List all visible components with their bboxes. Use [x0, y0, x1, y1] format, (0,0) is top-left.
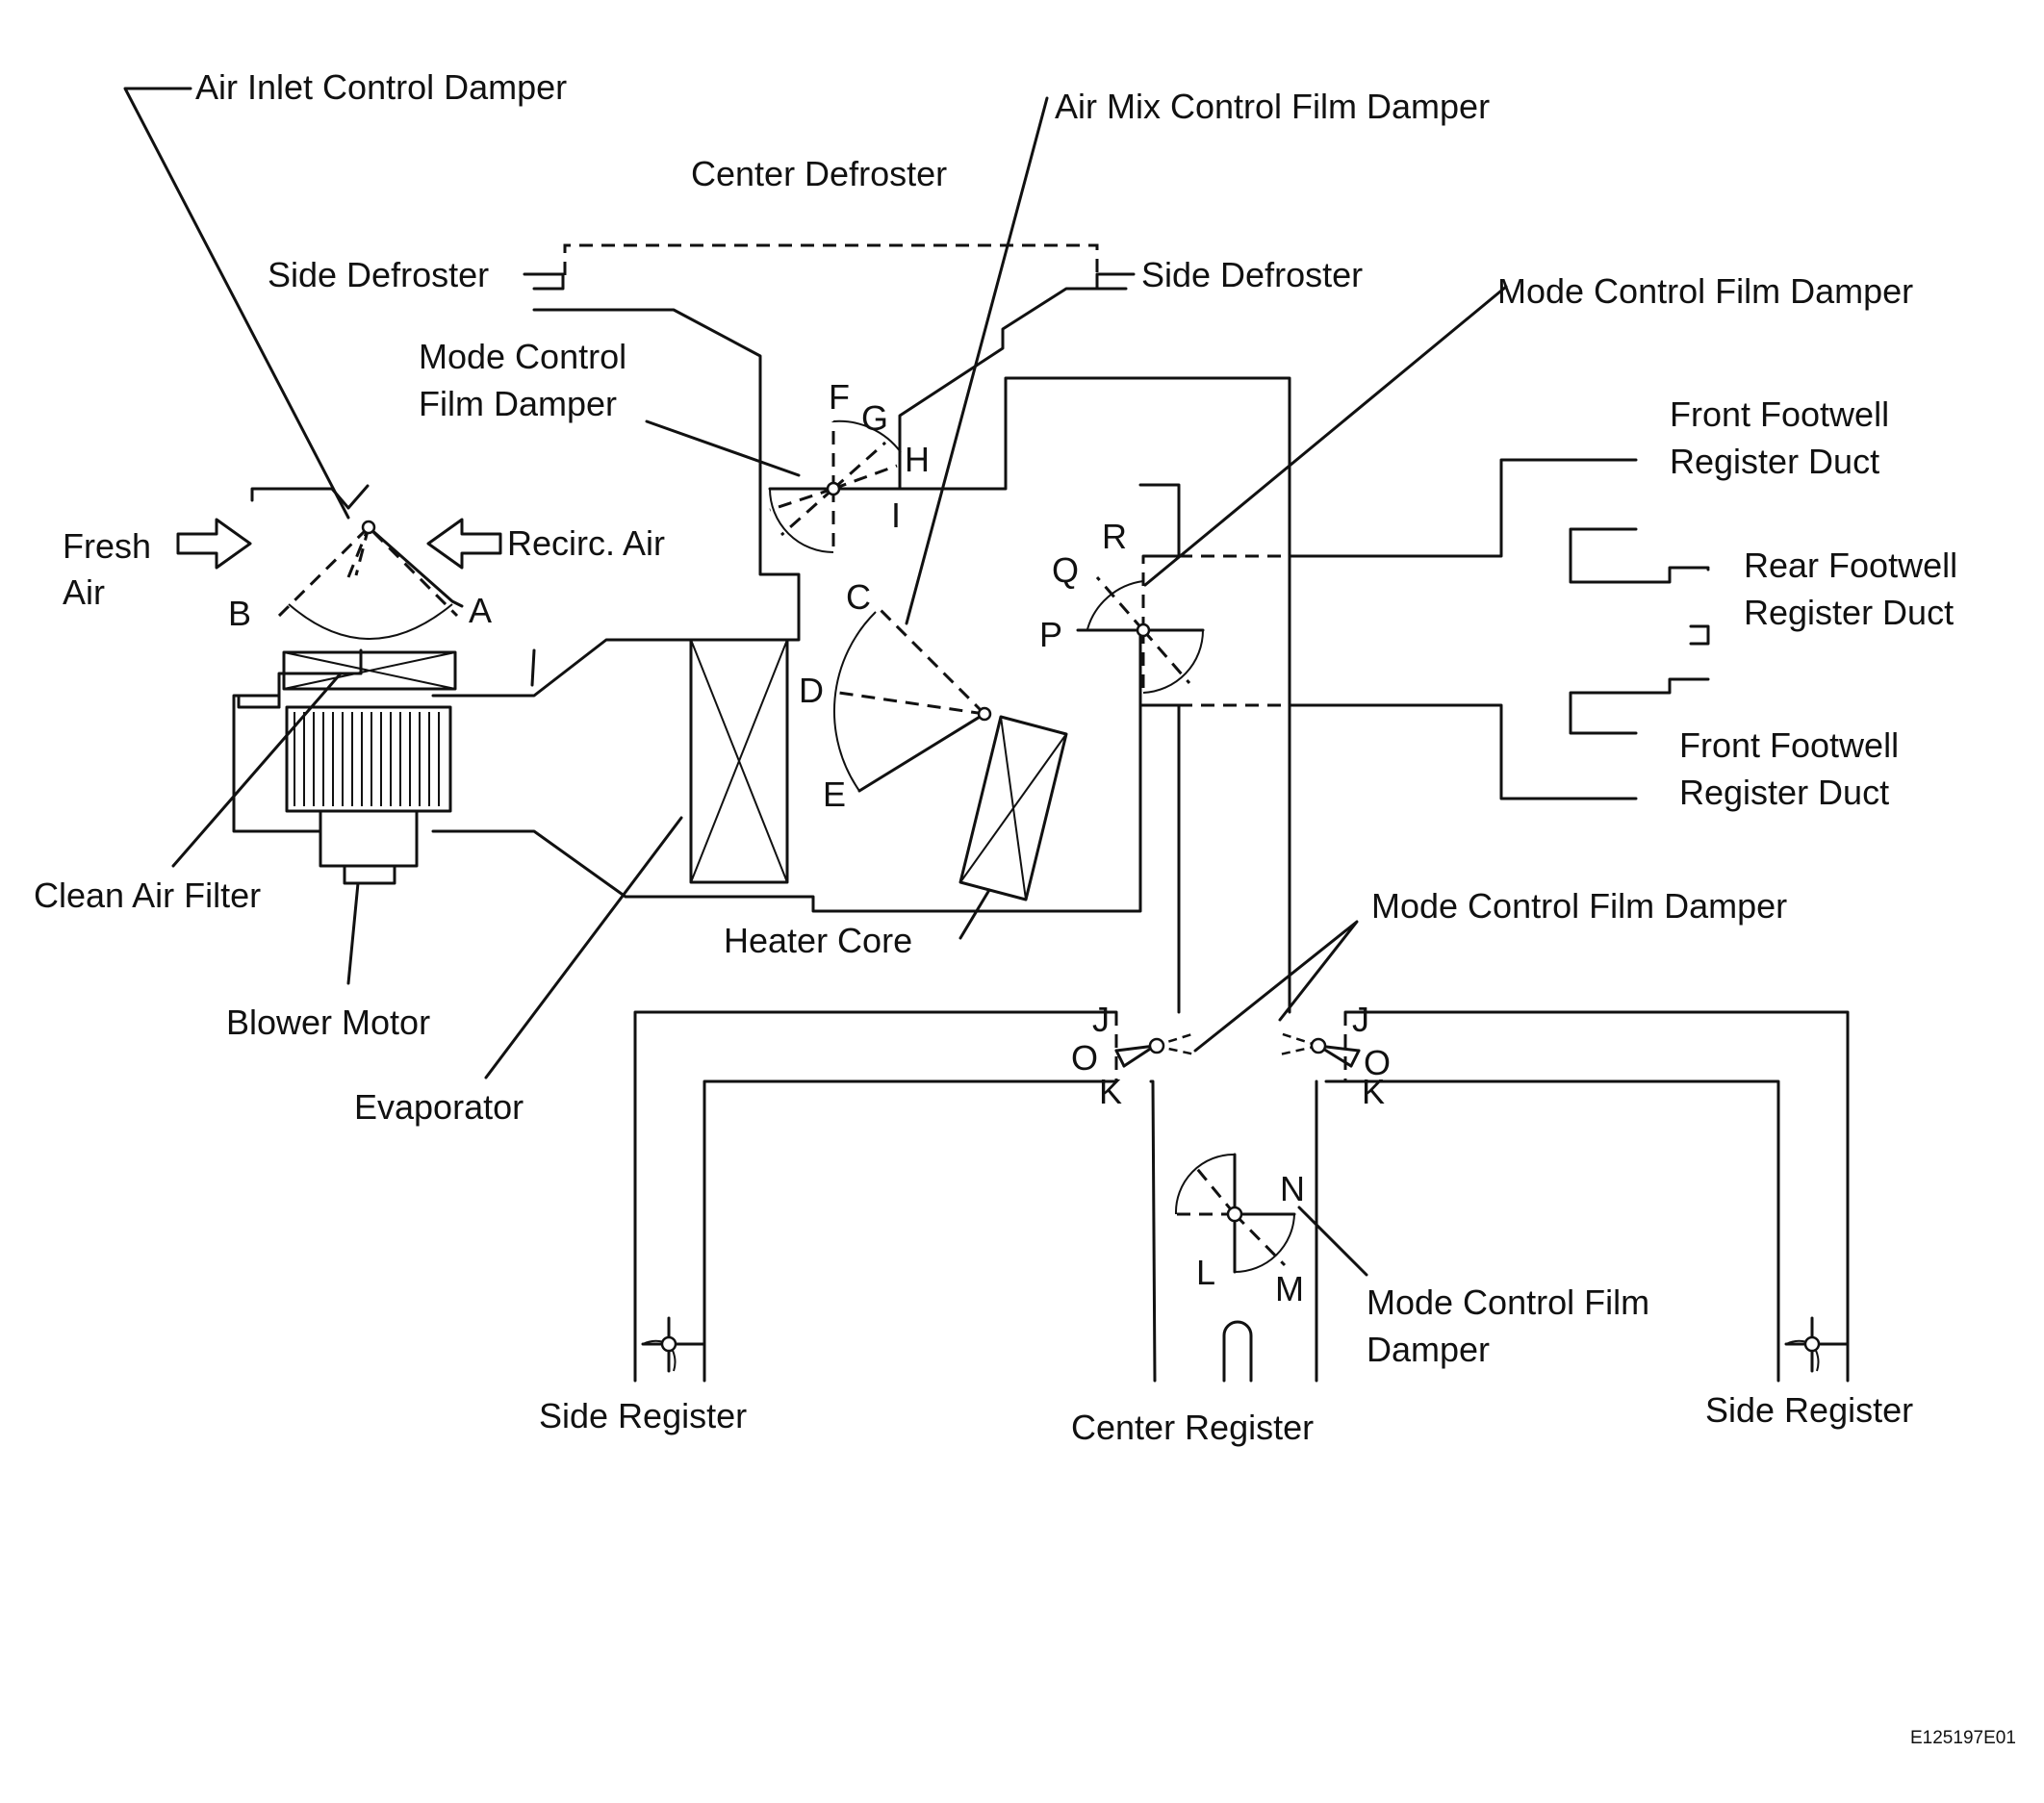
label-side-defroster-left: Side Defroster: [268, 255, 489, 294]
label-evaporator: Evaporator: [354, 1087, 524, 1127]
label-mode-control-center-l2: Damper: [1367, 1330, 1490, 1369]
mode-control-film-damper-footwell: [1076, 554, 1290, 707]
label-front-footwell-lower-l1: Front Footwell: [1679, 725, 1899, 765]
mode-control-film-damper-side-left: [1114, 1012, 1196, 1081]
position-letter-b: B: [228, 594, 251, 633]
label-blower-motor: Blower Motor: [226, 1003, 430, 1042]
damper-position-letters: A B C D E F G H I J J K K L M N O O P Q …: [228, 377, 1391, 1308]
side-register-damper-right: [1784, 1316, 1850, 1373]
position-letter-k-left: K: [1099, 1072, 1122, 1111]
label-air-inlet-control-damper: Air Inlet Control Damper: [195, 67, 567, 107]
position-letter-o-right: O: [1364, 1043, 1391, 1082]
side-register-damper-left: [641, 1316, 706, 1373]
label-center-register: Center Register: [1071, 1408, 1314, 1447]
heater-core: [958, 715, 1068, 902]
mode-control-film-damper-side-right: [1279, 1012, 1361, 1081]
position-letter-q: Q: [1052, 550, 1079, 590]
clean-air-filter: [282, 650, 457, 691]
position-letter-n: N: [1280, 1169, 1305, 1208]
position-letter-o-left: O: [1071, 1038, 1098, 1078]
position-letter-d: D: [799, 671, 824, 710]
label-clean-air-filter: Clean Air Filter: [34, 876, 261, 915]
duct-outlines: [232, 272, 1850, 1383]
position-letter-h: H: [905, 440, 930, 479]
label-fresh-air-l2: Air: [63, 572, 105, 612]
position-letter-g: G: [861, 398, 888, 438]
label-front-footwell-upper-l2: Register Duct: [1670, 442, 1879, 481]
blower-motor: [319, 809, 419, 885]
label-mode-control-defroster-l1: Mode Control: [419, 337, 626, 376]
label-figure-code: E125197E01: [1910, 1728, 2016, 1748]
position-letter-r: R: [1102, 517, 1127, 556]
mode-control-film-damper-defroster: [768, 419, 902, 553]
position-letter-f: F: [829, 377, 850, 417]
recirc-air-arrow: [426, 518, 502, 570]
fresh-air-arrow: [176, 518, 252, 570]
label-rear-footwell-l1: Rear Footwell: [1744, 546, 1957, 585]
position-letter-j-left: J: [1092, 1000, 1110, 1039]
position-letter-a: A: [469, 591, 492, 630]
label-mode-control-footwell: Mode Control Film Damper: [1497, 271, 1913, 311]
component-labels: Air Inlet Control Damper Air Mix Control…: [34, 67, 2016, 1748]
label-air-mix-control-film-damper: Air Mix Control Film Damper: [1055, 87, 1490, 126]
position-letter-l: L: [1196, 1253, 1215, 1292]
label-center-defroster: Center Defroster: [691, 154, 947, 193]
blower-fan: [285, 705, 452, 813]
center-defroster-duct: [563, 243, 1099, 275]
leader-lines: [123, 87, 1508, 1277]
position-letter-i: I: [891, 495, 901, 535]
position-letter-k-right: K: [1362, 1072, 1385, 1111]
air-inlet-control-damper: [250, 484, 464, 640]
label-front-footwell-upper-l1: Front Footwell: [1670, 394, 1889, 434]
position-letter-j-right: J: [1352, 1000, 1369, 1039]
label-heater-core: Heater Core: [724, 921, 912, 960]
label-fresh-air-l1: Fresh: [63, 526, 151, 566]
label-mode-control-center-l1: Mode Control Film: [1367, 1282, 1649, 1322]
label-side-register-right: Side Register: [1705, 1390, 1913, 1430]
label-side-register-left: Side Register: [539, 1396, 747, 1435]
position-letter-m: M: [1275, 1269, 1304, 1308]
mode-control-film-damper-center: [1174, 1153, 1296, 1274]
label-mode-control-side: Mode Control Film Damper: [1371, 886, 1787, 926]
label-recirc-air: Recirc. Air: [507, 523, 665, 563]
position-letter-c: C: [846, 577, 871, 617]
position-letter-e: E: [823, 775, 846, 814]
label-mode-control-defroster-l2: Film Damper: [419, 384, 617, 423]
air-mix-control-film-damper: [832, 608, 992, 793]
label-side-defroster-right: Side Defroster: [1141, 255, 1363, 294]
label-rear-footwell-l2: Register Duct: [1744, 593, 1954, 632]
position-letter-p: P: [1039, 615, 1062, 654]
evaporator: [689, 638, 789, 884]
label-front-footwell-lower-l2: Register Duct: [1679, 773, 1889, 812]
